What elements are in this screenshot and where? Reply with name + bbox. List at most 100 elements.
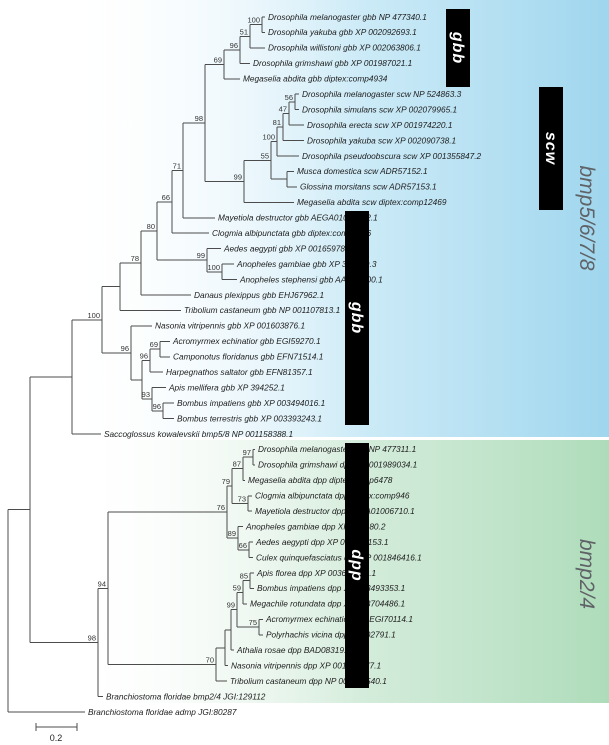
taxon-label: Drosophila yakuba gbb XP 002092693.1 <box>268 27 417 37</box>
taxon-label: Anopheles gambiae dpp XP 317480.2 <box>245 521 386 531</box>
bootstrap-value: 47 <box>279 105 287 114</box>
bootstrap-value: 93 <box>142 390 150 399</box>
bootstrap-value: 96 <box>140 352 148 361</box>
taxon-label: Harpegnathos saltator gbb EFN81357.1 <box>166 367 313 377</box>
bootstrap-value: 100 <box>262 133 275 142</box>
taxon-label: Clogmia albipunctata gbb diptex:comp6316 <box>212 228 372 238</box>
taxon-label: Polyrhachis vicina dpp AFL02791.1 <box>266 630 396 640</box>
bootstrap-value: 71 <box>173 161 181 170</box>
taxon-label: Megaselia abdita scw diptex:comp12469 <box>297 197 447 207</box>
bootstrap-value: 89 <box>228 529 236 538</box>
taxon-label: Nasonia vitripennis gbb XP 001603876.1 <box>155 321 305 331</box>
taxon-label: Drosophila melanogaster dpp NP 477311.1 <box>258 444 416 454</box>
taxon-label: Drosophila grimshawi dpp XP 001989034.1 <box>258 460 417 470</box>
bootstrap-value: 80 <box>147 222 155 231</box>
bootstrap-value: 66 <box>162 193 170 202</box>
bmp5678-region <box>64 0 609 437</box>
taxon-labels: Drosophila melanogaster gbb NP 477340.1D… <box>88 12 482 717</box>
taxon-label: Saccoglossus kowalevskii bmp5/8 NP 00115… <box>104 429 293 439</box>
taxon-label: Drosophila melanogaster scw NP 524863.3 <box>302 89 462 99</box>
clade-bar-label: gbb <box>449 31 466 64</box>
taxon-label: Drosophila grimshawi gbb XP 001987021.1 <box>253 58 412 68</box>
taxon-label: Aedes aegypti gbb XP 001659788.1 <box>223 243 357 253</box>
taxon-label: Acromyrmex echinatior dpp EGI70114.1 <box>265 614 413 624</box>
taxon-label: Aedes aegypti dpp XP 001654153.1 <box>255 537 389 547</box>
taxon-label: Clogmia albipunctata dpp diptex:comp946 <box>255 491 410 501</box>
bootstrap-value: 94 <box>98 579 106 588</box>
clade-bar <box>345 211 369 425</box>
bootstrap-value: 100 <box>87 311 100 320</box>
bootstrap-value: 97 <box>243 448 251 457</box>
generated-content: Drosophila melanogaster gbb NP 477340.1D… <box>7 0 609 717</box>
taxon-label: Acromyrmex echinatior gbb EGI59270.1 <box>172 336 321 346</box>
scale-bar: 0.2 <box>35 723 78 743</box>
taxon-label: Drosophila melanogaster gbb NP 477340.1 <box>268 12 427 22</box>
bootstrap-value: 81 <box>273 118 281 127</box>
taxon-label: Anopheles stephensi gbb AAG13400.1 <box>239 274 383 284</box>
bootstrap-value: 98 <box>88 633 96 642</box>
clade-bar <box>345 443 369 688</box>
bootstrap-value: 85 <box>240 572 248 581</box>
bootstrap-value: 51 <box>240 27 248 36</box>
bootstrap-value: 100 <box>247 16 260 25</box>
bootstrap-value: 66 <box>239 541 247 550</box>
bootstrap-value: 79 <box>222 477 230 486</box>
clade-bar-label: scw <box>542 132 559 166</box>
taxon-label: Drosophila simulans scw XP 002079965.1 <box>302 104 457 114</box>
taxon-label: Culex quinquefasciatus dpp XP 001846416.… <box>256 552 422 562</box>
taxon-label: Bombus impatiens dpp XP 003493353.1 <box>257 583 405 593</box>
bootstrap-value: 98 <box>195 114 203 123</box>
taxon-label: Drosophila erecta scw XP 001974220.1 <box>307 120 452 130</box>
bootstrap-value: 69 <box>150 340 158 349</box>
taxon-label: Tribolium castaneum dpp NP 001034540.1 <box>230 676 387 686</box>
bootstrap-value: 87 <box>233 460 241 469</box>
clade-bar <box>446 9 470 87</box>
taxon-label: Anopheles gambiae gbb XP 316789.3 <box>236 259 377 269</box>
taxon-label: Branchiostoma floridae bmp2/4 JGI:129112 <box>106 691 266 701</box>
tree-branches <box>7 16 304 713</box>
bootstrap-value: 76 <box>217 503 225 512</box>
bootstrap-value: 100 <box>207 263 220 272</box>
taxon-label: Nasonia vitripennis dpp XP 001607677.1 <box>231 660 381 670</box>
taxon-label: Bombus impatiens gbb XP 003494016.1 <box>177 398 325 408</box>
taxon-label: Apis florea dpp XP 003695436.1 <box>256 568 376 578</box>
taxon-label: Megaselia abdita dpp diptex:comp6478 <box>248 475 393 485</box>
bootstrap-value: 56 <box>285 93 293 102</box>
bootstrap-labels: 1005196695647811005599987166100998078699… <box>87 16 293 665</box>
taxon-label: Apis mellifera gbb XP 394252.1 <box>168 382 285 392</box>
bootstrap-value: 69 <box>214 55 222 64</box>
taxon-label: Drosophila willistoni gbb XP 002063806.1 <box>268 43 421 53</box>
taxon-label: Danaus plexippus gbb EHJ67962.1 <box>194 290 324 300</box>
taxon-label: Branchiostoma floridae admp JGI:80287 <box>88 707 237 717</box>
bootstrap-value: 75 <box>249 618 257 627</box>
taxon-label: Tribolium castaneum gbb NP 001107813.1 <box>184 305 340 315</box>
bootstrap-value: 99 <box>227 601 235 610</box>
bmp24-region <box>64 440 609 703</box>
bootstrap-value: 96 <box>153 402 161 411</box>
taxon-label: Mayetiola destructor gbb AEGA01021482.1 <box>218 213 378 223</box>
taxon-label: Glossina morsitans scw ADR57153.1 <box>300 182 437 192</box>
taxon-label: Camponotus floridanus gbb EFN71514.1 <box>173 352 323 362</box>
taxon-label: Megaselia abdita gbb diptex:comp4934 <box>243 74 388 84</box>
taxon-label: Drosophila pseudoobscura scw XP 00135584… <box>302 151 482 161</box>
bootstrap-value: 99 <box>197 251 205 260</box>
side-label-bmp5678: bmp5/6/7/8 <box>575 165 598 270</box>
taxon-label: Musca domestica scw ADR57152.1 <box>297 166 428 176</box>
taxon-label: Athalia rosae dpp BAD08319.1 <box>236 645 351 655</box>
bootstrap-value: 96 <box>230 41 238 50</box>
clade-bar <box>539 87 563 210</box>
bootstrap-value: 70 <box>206 655 214 664</box>
taxon-label: Bombus terrestris gbb XP 003393243.1 <box>177 413 322 423</box>
scale-bar-label: 0.2 <box>50 733 63 743</box>
taxon-label: Drosophila yakuba scw XP 002090738.1 <box>307 135 456 145</box>
side-label-bmp24: bmp2/4 <box>575 539 598 609</box>
bootstrap-value: 55 <box>261 151 269 160</box>
taxon-label: Mayetiola destructor dpp AEGA01006710.1 <box>255 506 415 516</box>
bootstrap-value: 73 <box>238 494 246 503</box>
bootstrap-value: 96 <box>121 344 129 353</box>
bootstrap-value: 59 <box>233 583 241 592</box>
clade-bar-label: gbb <box>348 301 365 334</box>
